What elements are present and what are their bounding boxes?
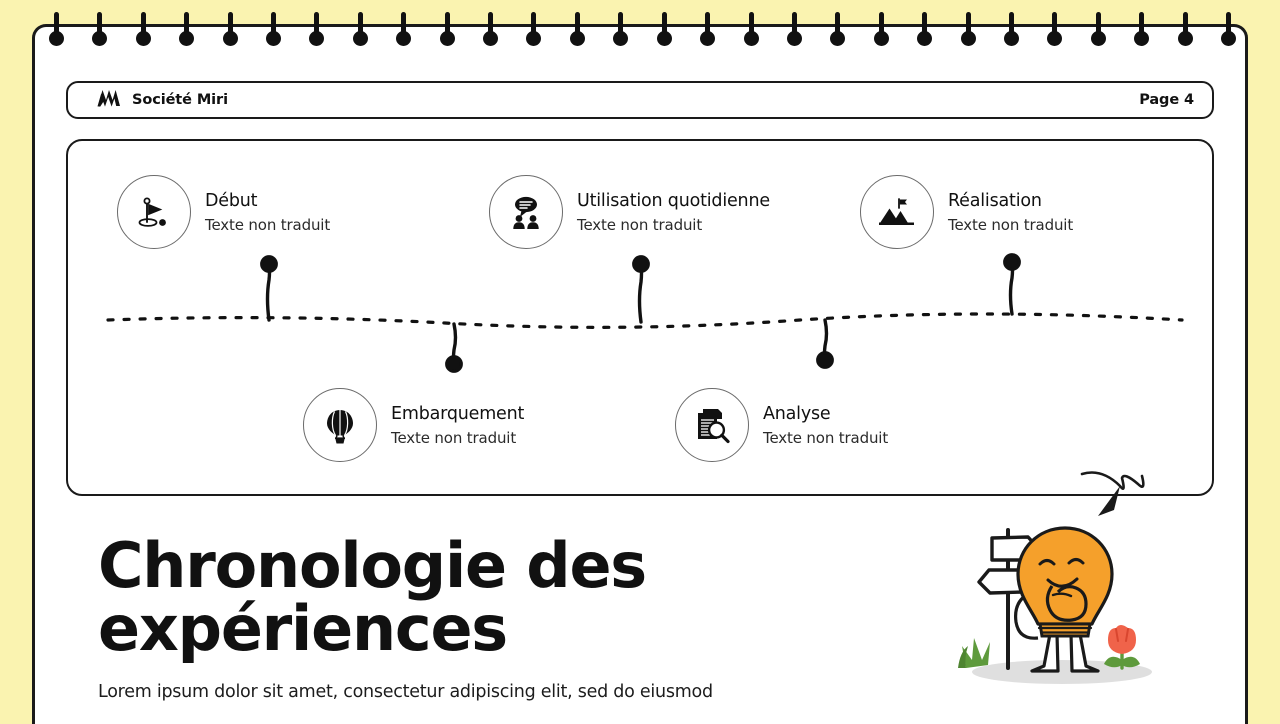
milestone-subtitle: Texte non traduit bbox=[205, 215, 331, 234]
milestone-subtitle: Texte non traduit bbox=[948, 215, 1074, 234]
brand: Société Miri bbox=[96, 88, 228, 112]
milestone-realisation: Réalisation Texte non traduit bbox=[860, 175, 1073, 249]
milestone-text: Embarquement Texte non traduit bbox=[391, 404, 524, 447]
title-block: Chronologie des expériences Lorem ipsum … bbox=[98, 529, 938, 703]
milestone-title: Utilisation quotidienne bbox=[577, 190, 770, 211]
milestone-utilisation-quotidienne: Utilisation quotidienne Texte non tradui… bbox=[489, 175, 770, 249]
milestone-embarquement: Embarquement Texte non traduit bbox=[303, 388, 524, 462]
milestone-text: Réalisation Texte non traduit bbox=[948, 191, 1073, 234]
document-magnifier-icon bbox=[675, 388, 749, 462]
zigzag-m-logo-icon bbox=[96, 88, 122, 112]
brand-name: Société Miri bbox=[132, 92, 228, 108]
milestone-subtitle: Texte non traduit bbox=[391, 428, 517, 447]
mountain-flag-icon bbox=[860, 175, 934, 249]
milestone-subtitle: Texte non traduit bbox=[577, 215, 703, 234]
milestone-analyse: Analyse Texte non traduit bbox=[675, 388, 888, 462]
page-number: Page 4 bbox=[1139, 92, 1194, 108]
page-title: Chronologie des expériences bbox=[98, 529, 647, 666]
header-bar: Société Miri Page 4 bbox=[66, 81, 1214, 119]
milestone-text: Début Texte non traduit bbox=[205, 191, 330, 234]
hot-air-balloon-icon bbox=[303, 388, 377, 462]
milestone-title: Début bbox=[205, 190, 258, 211]
page-subtitle: Lorem ipsum dolor sit amet, consectetur … bbox=[98, 682, 713, 703]
people-speech-bubble-icon bbox=[489, 175, 563, 249]
golf-flag-icon bbox=[117, 175, 191, 249]
milestone-title: Réalisation bbox=[948, 190, 1042, 211]
milestone-debut: Début Texte non traduit bbox=[117, 175, 330, 249]
milestone-title: Analyse bbox=[763, 403, 831, 424]
milestone-subtitle: Texte non traduit bbox=[763, 428, 889, 447]
milestone-text: Utilisation quotidienne Texte non tradui… bbox=[577, 191, 770, 234]
milestone-title: Embarquement bbox=[391, 403, 525, 424]
milestone-text: Analyse Texte non traduit bbox=[763, 404, 888, 447]
